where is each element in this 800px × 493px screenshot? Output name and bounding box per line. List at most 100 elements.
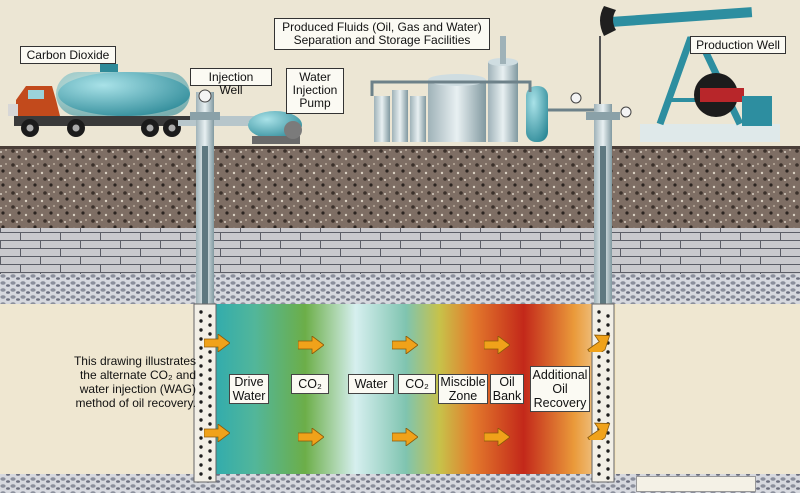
- perforation-dot: [606, 377, 609, 380]
- perforation-dot: [208, 368, 211, 371]
- perforation-dot: [606, 458, 609, 461]
- caption-line: method of oil recovery.: [46, 396, 196, 410]
- perforation-dot: [606, 467, 609, 470]
- zone-line: Oil: [499, 375, 514, 389]
- caption-line: water injection (WAG): [46, 382, 196, 396]
- zone-line: Oil: [552, 382, 567, 396]
- zone-line: Zone: [449, 389, 478, 403]
- label-line: Separation and Storage Facilities: [280, 34, 484, 47]
- perforation-dot: [606, 404, 609, 407]
- perforation-dot: [199, 310, 202, 313]
- perforation-dot: [597, 463, 600, 466]
- perforation-dot: [606, 395, 609, 398]
- perforation-dot: [199, 445, 202, 448]
- zone-line: Additional: [533, 368, 588, 382]
- zone-line: Miscible: [440, 375, 485, 389]
- zone-additional-oil-recovery: Additional Oil Recovery: [530, 366, 590, 412]
- perforation-dot: [597, 364, 600, 367]
- perforation-dot: [199, 373, 202, 376]
- flow-arrow-icon: [298, 428, 324, 446]
- perforation-dot: [597, 355, 600, 358]
- perforation-dot: [208, 449, 211, 452]
- perforation-dot: [606, 386, 609, 389]
- perforation-dot: [199, 454, 202, 457]
- flow-arrow-icon: [586, 422, 612, 440]
- flow-arrow-icon: [484, 428, 510, 446]
- perforation-dot: [208, 386, 211, 389]
- flow-arrow-icon: [204, 424, 230, 442]
- perforation-dot: [606, 440, 609, 443]
- perforation-dot: [597, 409, 600, 412]
- perforation-dot: [208, 323, 211, 326]
- perforation-dot: [199, 328, 202, 331]
- perforation-dot: [199, 463, 202, 466]
- flow-arrow-icon: [484, 336, 510, 354]
- perforation-dot: [199, 418, 202, 421]
- zone-co2-a: CO₂: [291, 374, 329, 394]
- perforation-dot: [208, 413, 211, 416]
- flow-arrow-icon: [298, 336, 324, 354]
- perforation-dot: [597, 382, 600, 385]
- perforation-dot: [208, 359, 211, 362]
- illegible-credit-plate: [636, 476, 756, 492]
- zone-line: Recovery: [534, 396, 587, 410]
- perforation-dot: [597, 445, 600, 448]
- perforation-dot: [597, 310, 600, 313]
- perforation-dot: [597, 454, 600, 457]
- zone-line: Bank: [493, 389, 522, 403]
- label-facilities: Produced Fluids (Oil, Gas and Water) Sep…: [274, 18, 490, 50]
- perforation-dot: [199, 364, 202, 367]
- zone-water: Water: [348, 374, 394, 394]
- perforation-dot: [597, 391, 600, 394]
- perforation-dot: [199, 391, 202, 394]
- perforation-dot: [606, 413, 609, 416]
- perforation-dot: [199, 319, 202, 322]
- perforation-dot: [208, 395, 211, 398]
- diagram-caption: This drawing illustrates the alternate C…: [46, 354, 196, 410]
- perforation-dot: [208, 458, 211, 461]
- perforation-dot: [199, 346, 202, 349]
- perforation-dot: [199, 472, 202, 475]
- label-injection-well: Injection Well: [190, 68, 272, 86]
- perforation-dot: [606, 323, 609, 326]
- perforation-dot: [199, 355, 202, 358]
- caption-line: the alternate CO₂ and: [46, 368, 196, 382]
- zone-co2-b: CO₂: [398, 374, 436, 394]
- flow-arrow-icon: [586, 334, 612, 352]
- zone-miscible: Miscible Zone: [438, 374, 488, 404]
- zone-oil-bank: Oil Bank: [490, 374, 524, 404]
- perforation-dot: [606, 449, 609, 452]
- label-line: Pump: [292, 97, 338, 110]
- zone-drive-water: Drive Water: [229, 374, 269, 404]
- zone-line: Drive: [234, 375, 263, 389]
- perforation-dot: [606, 476, 609, 479]
- perforation-dot: [199, 436, 202, 439]
- flow-arrow-icon: [392, 336, 418, 354]
- zone-line: Water: [233, 389, 266, 403]
- perforation-dot: [208, 467, 211, 470]
- perforation-dot: [606, 314, 609, 317]
- perforation-dot: [597, 472, 600, 475]
- perforation-dot: [597, 328, 600, 331]
- perforation-dot: [208, 476, 211, 479]
- caption-line: This drawing illustrates: [46, 354, 196, 368]
- flow-arrow-icon: [392, 428, 418, 446]
- perforation-dot: [208, 377, 211, 380]
- flow-arrow-icon: [204, 334, 230, 352]
- label-carbon-dioxide: Carbon Dioxide: [20, 46, 116, 64]
- perforation-dot: [597, 400, 600, 403]
- label-water-injection-pump: Water Injection Pump: [286, 68, 344, 114]
- perforation-dot: [199, 382, 202, 385]
- label-production-well: Production Well: [690, 36, 786, 54]
- water-injection-pump: [248, 111, 302, 144]
- perforation-dot: [597, 319, 600, 322]
- perforation-dot: [597, 373, 600, 376]
- perforation-dot: [208, 314, 211, 317]
- perforation-dot: [199, 409, 202, 412]
- perforation-dot: [606, 368, 609, 371]
- perforation-dot: [606, 359, 609, 362]
- perforation-dot: [199, 400, 202, 403]
- perforation-dot: [199, 337, 202, 340]
